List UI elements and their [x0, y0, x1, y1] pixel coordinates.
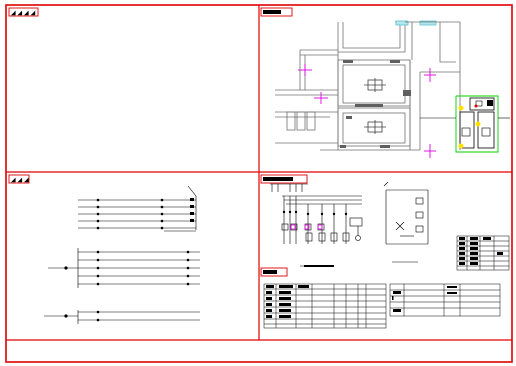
wiring-diagram: [44, 185, 200, 324]
equipment-symbols: [364, 78, 386, 134]
symbol-legend-table: [389, 283, 501, 317]
legend-fill: [459, 237, 503, 265]
legend-table: [456, 235, 510, 271]
wall-segments: [340, 60, 411, 148]
magenta-markers: [298, 64, 436, 158]
panel-tab-top-right: [260, 7, 293, 17]
panel-tab-mid-left: ◢ ◢ ◢: [8, 174, 30, 184]
panel-tab-bottom-right: [260, 267, 288, 277]
panel-tab-top-left: ◢ ◢ ◢ ◢: [8, 7, 39, 17]
schematic-nodes: [282, 210, 348, 267]
wiring-nodes: [64, 198, 194, 322]
schematic-highlights: [290, 224, 323, 230]
svg-text:◢ ◢ ◢: ◢ ◢ ◢: [11, 177, 29, 184]
schedule-fill: [266, 285, 309, 318]
equipment-schedule-table: [263, 283, 387, 329]
symbol-legend-fill: [392, 286, 457, 312]
panel-tab-mid-right: [260, 174, 308, 184]
floor-plan: [275, 20, 461, 151]
svg-text:◢ ◢ ◢ ◢: ◢ ◢ ◢ ◢: [11, 10, 36, 17]
control-schematic: [270, 181, 429, 267]
equipment-room: [420, 95, 510, 153]
